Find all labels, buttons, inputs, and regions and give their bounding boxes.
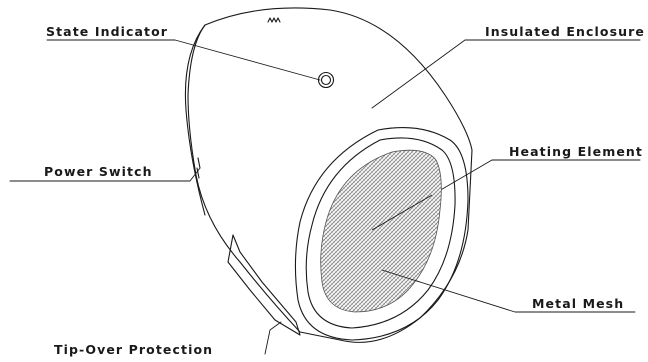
state-indicator-button (319, 73, 334, 88)
vent-marks (268, 18, 280, 22)
label-insulated-enclosure: Insulated Enclosure (485, 24, 645, 39)
label-power-switch: Power Switch (44, 164, 153, 179)
label-heating-element: Heating Element (509, 144, 643, 159)
label-tip-over-protection: Tip-Over Protection (54, 342, 213, 357)
leader-tip-over (265, 322, 281, 354)
label-state-indicator: State Indicator (46, 24, 168, 39)
leader-state-indicator (47, 40, 320, 80)
leader-insulated-enclosure (372, 40, 640, 108)
enclosure-back-edge (185, 25, 205, 215)
state-indicator-button-inner (322, 76, 331, 85)
label-metal-mesh: Metal Mesh (532, 296, 624, 311)
metal-mesh-grille (321, 150, 442, 312)
